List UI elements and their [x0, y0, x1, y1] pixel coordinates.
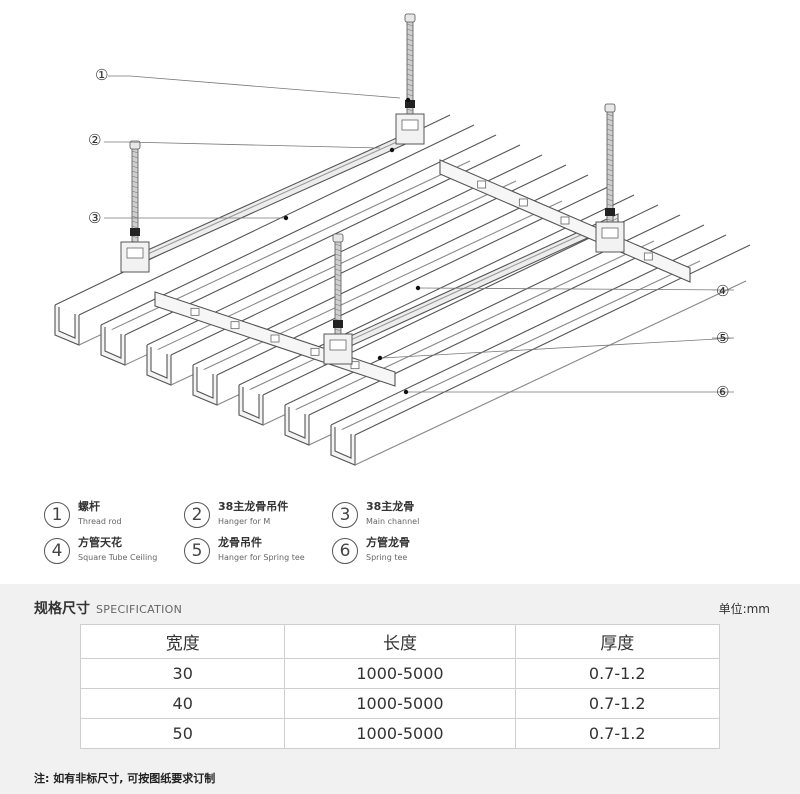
main-channels — [129, 131, 691, 387]
legend-label-cn: 方管龙骨 — [366, 536, 410, 549]
main-channel-rail — [129, 131, 411, 269]
legend-label-en: Hanger for M — [218, 517, 271, 526]
hanger-bracket — [395, 113, 425, 145]
legend-label-cn: 方管天花 — [78, 536, 122, 549]
custom-size-note: 注: 如有非标尺寸, 可按图纸要求订制 — [34, 772, 216, 785]
svg-text:⑥: ⑥ — [716, 383, 729, 401]
thread-rod — [120, 140, 150, 273]
leader-dot — [283, 215, 289, 221]
legend-item-square-tube: 4 方管天花 Square Tube Ceiling — [44, 536, 157, 564]
legend-item-thread-rod: 1 螺杆 Thread rod — [44, 500, 122, 528]
component-legend: 1 螺杆 Thread rod 2 38主龙骨吊件 Hanger for M 3 3… — [0, 496, 800, 576]
legend-label-cn: 38主龙骨 — [366, 500, 415, 513]
svg-text:④: ④ — [716, 282, 729, 300]
svg-text:③: ③ — [88, 209, 101, 227]
legend-label-en: Square Tube Ceiling — [78, 553, 158, 562]
legend-number: 6 — [332, 538, 358, 564]
cell-length: 1000-5000 — [284, 658, 516, 689]
legend-number: 2 — [184, 502, 210, 528]
legend-label-en: Main channel — [366, 517, 420, 526]
cell-thickness: 0.7-1.2 — [514, 688, 720, 719]
callout-6: ⑥ — [716, 383, 729, 401]
svg-text:⑤: ⑤ — [716, 329, 729, 347]
leader-line — [108, 75, 401, 99]
legend-number: 3 — [332, 502, 358, 528]
header-thickness: 厚度 — [514, 624, 720, 659]
legend-label-cn: 龙骨吊件 — [218, 536, 262, 549]
legend-label-en: Spring tee — [366, 553, 408, 562]
legend-number: 1 — [44, 502, 70, 528]
table-row: 40 1000-5000 0.7-1.2 — [79, 688, 720, 719]
spring-tee-carrier — [439, 159, 691, 283]
legend-number: 5 — [184, 538, 210, 564]
leader-line — [419, 287, 735, 291]
legend-item-hanger-spring-tee: 5 龙骨吊件 Hanger for Spring tee — [184, 536, 305, 564]
legend-label-en: Thread rod — [78, 517, 122, 526]
legend-item-main-channel: 3 38主龙骨 Main channel — [332, 500, 419, 528]
unit-label: 单位:mm — [718, 602, 770, 616]
specification-panel: 规格尺寸 SPECIFICATION 单位:mm 宽度 长度 厚度 30 100… — [0, 584, 800, 794]
leader-dot — [377, 355, 383, 361]
header-length: 长度 — [284, 624, 516, 659]
spec-title: 规格尺寸 SPECIFICATION — [34, 598, 182, 618]
table-row: 50 1000-5000 0.7-1.2 — [79, 718, 720, 749]
legend-item-spring-tee: 6 方管龙骨 Spring tee — [332, 536, 410, 564]
leader-line — [104, 141, 381, 149]
spec-table: 宽度 长度 厚度 30 1000-5000 0.7-1.2 40 1000-50… — [79, 624, 720, 749]
legend-item-hanger-main: 2 38主龙骨吊件 Hanger for M — [184, 500, 288, 528]
ceiling-assembly-diagram: ① ② ③ ④ ⑤ ⑥ — [54, 13, 751, 466]
leader-dot — [415, 285, 421, 291]
leader-dot — [389, 147, 395, 153]
legend-label-en: Hanger for Spring tee — [218, 553, 305, 562]
hanger-bracket — [120, 241, 150, 273]
cell-width: 50 — [79, 718, 286, 749]
cell-thickness: 0.7-1.2 — [514, 658, 720, 689]
table-header-row: 宽度 长度 厚度 — [79, 624, 720, 659]
legend-label-cn: 螺杆 — [78, 500, 100, 513]
legend-label-cn: 38主龙骨吊件 — [218, 500, 289, 513]
cell-width: 30 — [79, 658, 286, 689]
thread-rods — [120, 13, 625, 365]
leader-dot — [405, 97, 411, 103]
callout-1: ① — [95, 66, 108, 84]
callout-3: ③ — [88, 209, 101, 227]
hanger-bracket — [595, 221, 625, 253]
thread-rod — [595, 103, 625, 253]
callout-5: ⑤ — [716, 329, 729, 347]
callout-leaders — [104, 75, 735, 395]
cell-width: 40 — [79, 688, 286, 719]
legend-number: 4 — [44, 538, 70, 564]
thread-rod — [395, 13, 425, 145]
thread-rod — [323, 233, 353, 365]
leader-line — [381, 337, 735, 359]
header-width: 宽度 — [79, 624, 286, 659]
square-tube-profile — [100, 134, 521, 366]
cell-length: 1000-5000 — [284, 718, 516, 749]
cell-thickness: 0.7-1.2 — [514, 718, 720, 749]
cell-length: 1000-5000 — [284, 688, 516, 719]
square-tube-ceiling-profiles — [54, 114, 751, 466]
svg-text:①: ① — [95, 66, 108, 84]
table-row: 30 1000-5000 0.7-1.2 — [79, 658, 720, 689]
callout-2: ② — [88, 131, 101, 149]
leader-dot — [403, 389, 409, 395]
callout-4: ④ — [716, 282, 729, 300]
hanger-bracket — [323, 333, 353, 365]
spec-title-en: SPECIFICATION — [96, 603, 183, 616]
spec-title-cn: 规格尺寸 — [34, 601, 90, 617]
svg-text:②: ② — [88, 131, 101, 149]
